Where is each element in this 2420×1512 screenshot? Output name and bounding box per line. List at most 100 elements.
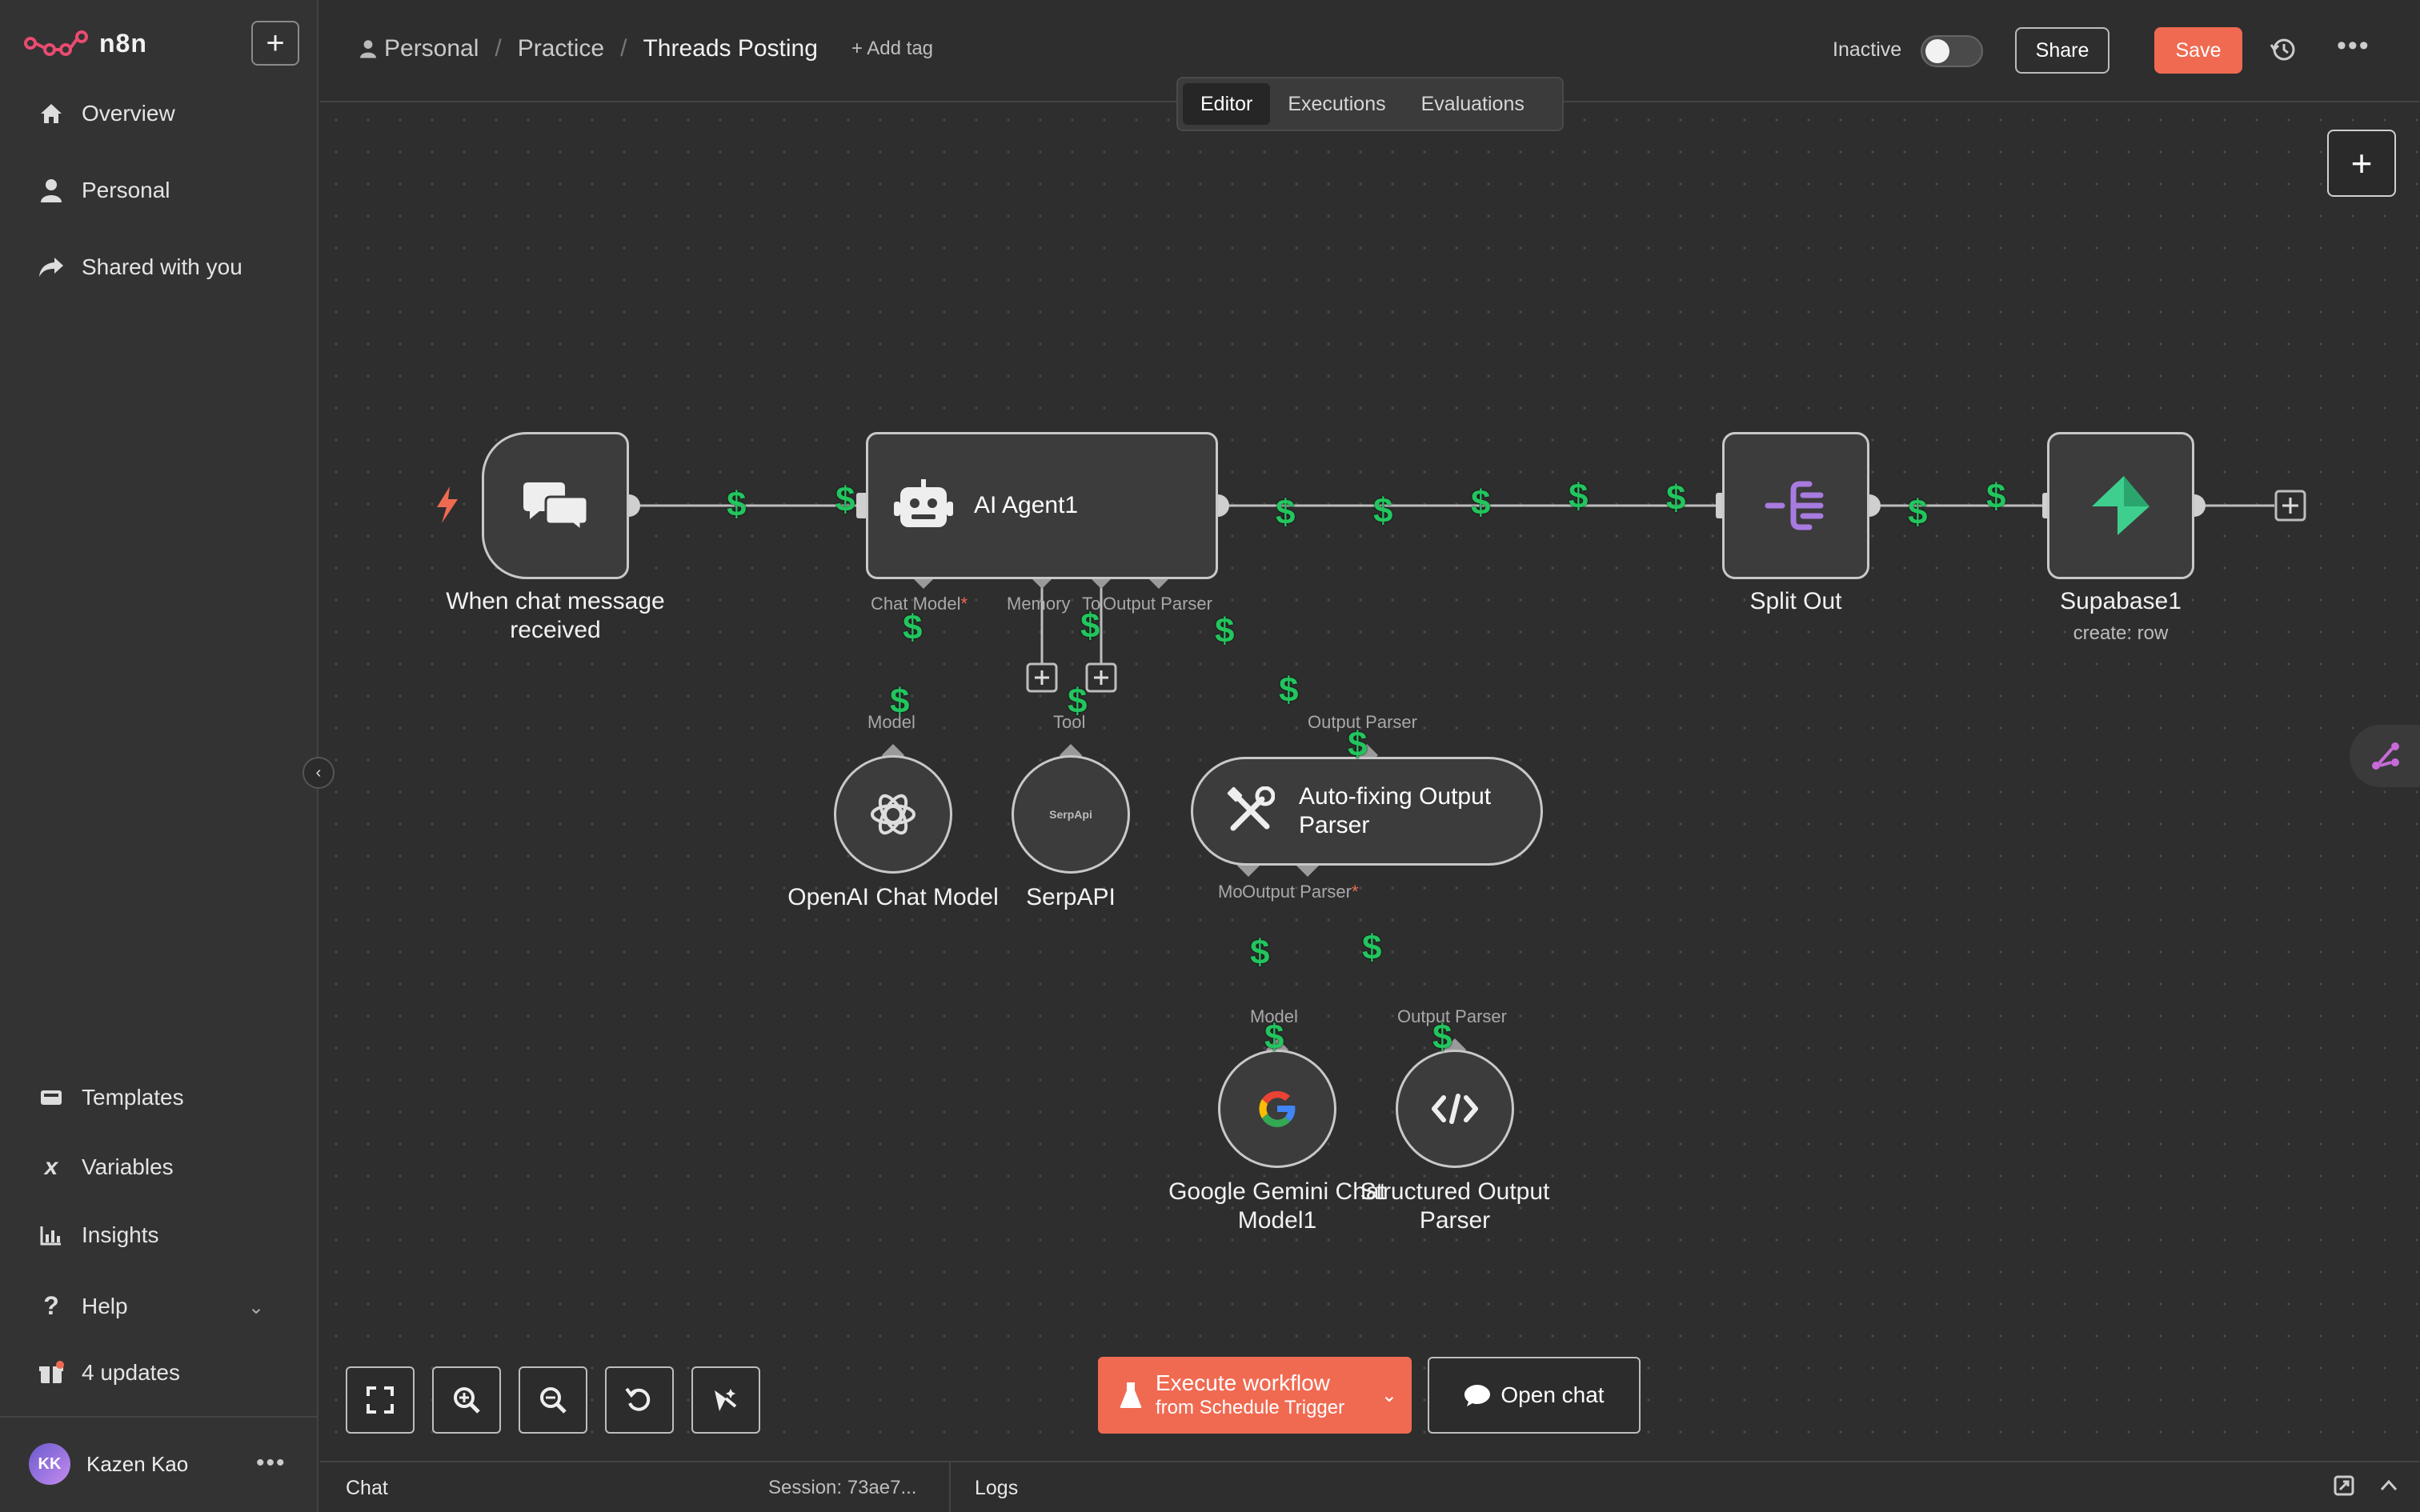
node-split-out[interactable] — [1722, 432, 1869, 579]
home-icon — [35, 102, 67, 125]
sidebar-item-shared[interactable]: Shared with you — [35, 254, 242, 280]
trigger-bolt-icon — [437, 486, 458, 523]
collapse-sidebar-button[interactable]: ‹ — [302, 757, 335, 789]
dollar-marker: $ — [1362, 928, 1382, 967]
sidebar-item-label: Overview — [82, 101, 175, 126]
add-node-button[interactable]: + — [2327, 130, 2396, 197]
sidebar-item-variables[interactable]: x Variables — [35, 1154, 174, 1181]
zoom-out-button[interactable] — [519, 1366, 587, 1434]
add-tag-button[interactable]: + Add tag — [851, 38, 934, 59]
sidebar-item-personal[interactable]: Personal — [35, 178, 170, 203]
zoom-in-icon — [454, 1387, 480, 1414]
reset-zoom-button[interactable] — [605, 1366, 674, 1434]
more-options-icon[interactable]: ••• — [2337, 30, 2370, 61]
chevron-down-icon[interactable]: ⌄ — [1380, 1385, 1397, 1406]
label-line: Structured Output — [1360, 1178, 1550, 1205]
bottom-panel: Chat Session: 73ae7... Logs — [320, 1461, 2420, 1512]
robot-icon — [894, 479, 953, 527]
tidy-up-button[interactable] — [691, 1366, 760, 1434]
title-line: Parser — [1299, 812, 1370, 838]
fit-view-button[interactable] — [346, 1366, 415, 1434]
popout-icon[interactable] — [2334, 1475, 2354, 1496]
chat-bubbles-icon — [523, 482, 587, 532]
node-ai-agent[interactable]: AI Agent1 — [866, 432, 1218, 579]
logo[interactable]: n8n — [24, 21, 147, 66]
tab-evaluations[interactable]: Evaluations — [1420, 92, 1525, 115]
zoom-out-icon — [540, 1387, 567, 1414]
node-label-serpapi: SerpAPI — [1026, 884, 1116, 910]
user-profile[interactable]: KK Kazen Kao — [29, 1443, 188, 1485]
active-toggle[interactable] — [1921, 35, 1983, 67]
share-button[interactable]: Share — [2015, 27, 2109, 74]
breadcrumb-practice[interactable]: Practice — [517, 35, 605, 62]
tab-editor[interactable]: Editor — [1183, 83, 1271, 125]
supabase-bolt-icon — [2092, 476, 2150, 535]
dollar-marker: $ — [1080, 606, 1100, 646]
required-marker: * — [960, 594, 968, 614]
chevron-up-icon[interactable] — [2378, 1475, 2399, 1496]
port-label-tool: To — [1082, 594, 1101, 614]
port-text: Chat Model — [871, 594, 961, 614]
dollar-marker: $ — [1264, 1018, 1284, 1057]
tab-executions[interactable]: Executions — [1288, 92, 1386, 115]
user-icon — [35, 178, 67, 202]
sidebar-item-help[interactable]: ? Help — [35, 1291, 127, 1321]
node-label-gemini: Google Gemini Chat Model1 — [1152, 1178, 1402, 1235]
node-label-supabase: Supabase1 — [2060, 588, 2182, 614]
breadcrumb-personal[interactable]: Personal — [384, 35, 479, 62]
node-supabase[interactable] — [2047, 432, 2194, 579]
sidebar-item-templates[interactable]: Templates — [35, 1085, 184, 1110]
dollar-marker: $ — [727, 485, 747, 524]
user-menu-icon[interactable]: ••• — [256, 1450, 286, 1476]
breadcrumb-separator: / — [620, 35, 627, 62]
execute-workflow-button[interactable]: Execute workflow from Schedule Trigger ⌄ — [1098, 1357, 1412, 1434]
node-auto-fixing-parser[interactable]: Auto-fixing Output Parser — [1191, 757, 1543, 866]
node-openai-chat-model[interactable] — [834, 755, 952, 874]
node-chat-trigger[interactable] — [482, 432, 629, 579]
help-icon: ? — [43, 1291, 59, 1320]
create-button[interactable]: + — [251, 21, 299, 66]
save-button[interactable]: Save — [2154, 27, 2242, 74]
port-label-model: Mo — [1218, 882, 1243, 902]
sidebar-item-insights[interactable]: Insights — [35, 1222, 159, 1248]
flow-panel-icon[interactable] — [2350, 725, 2420, 787]
open-chat-button[interactable]: Open chat — [1428, 1357, 1641, 1434]
execute-label: Execute workflow — [1156, 1370, 1330, 1395]
execute-sublabel: from Schedule Trigger — [1156, 1397, 1345, 1418]
sidebar-item-label: Shared with you — [82, 254, 242, 279]
workflow-name[interactable]: Threads Posting — [643, 35, 818, 62]
logs-panel-tab[interactable]: Logs — [975, 1477, 1019, 1499]
node-google-gemini[interactable] — [1218, 1050, 1336, 1168]
flask-icon — [1120, 1382, 1142, 1408]
history-icon[interactable] — [2268, 34, 2300, 70]
panel-divider — [949, 1462, 951, 1512]
port-label-output-parser: Output Parser — [1397, 1006, 1507, 1026]
sidebar-item-updates[interactable]: 4 updates — [35, 1360, 180, 1386]
chat-icon — [1464, 1385, 1491, 1406]
user-icon — [360, 40, 376, 58]
dollar-marker: $ — [1986, 477, 2006, 516]
node-structured-parser[interactable] — [1396, 1050, 1514, 1168]
sidebar-item-overview[interactable]: Overview — [35, 101, 175, 126]
dollar-marker: $ — [835, 480, 855, 519]
port-label-chat-model: Chat Model* — [871, 594, 968, 614]
toggle-knob — [1925, 39, 1949, 63]
sidebar-item-label: Insights — [82, 1222, 159, 1247]
zoom-in-button[interactable] — [432, 1366, 501, 1434]
label-line: received — [510, 617, 601, 643]
chat-panel-tab[interactable]: Chat — [346, 1477, 388, 1499]
dollar-marker: $ — [890, 682, 910, 721]
node-title: Auto-fixing Output Parser — [1299, 782, 1491, 840]
node-label-chat-trigger: When chat message received — [410, 587, 701, 645]
dollar-marker: $ — [1276, 493, 1296, 532]
port-label-output-parser: Output Parser* — [1242, 882, 1359, 902]
node-subtitle-supabase: create: row — [2073, 622, 2169, 644]
dollar-marker: $ — [1373, 491, 1393, 530]
serpapi-logo-icon: SerpApi — [1049, 808, 1092, 821]
node-serpapi[interactable]: SerpApi — [1012, 755, 1130, 874]
sidebar: n8n + Overview Personal Shared with you … — [0, 0, 319, 1512]
user-name: Kazen Kao — [86, 1451, 189, 1476]
chevron-down-icon[interactable]: ⌄ — [248, 1297, 265, 1318]
port-label-output-parser: Output Parser — [1103, 594, 1212, 614]
workflow-canvas[interactable] — [320, 104, 2420, 1459]
